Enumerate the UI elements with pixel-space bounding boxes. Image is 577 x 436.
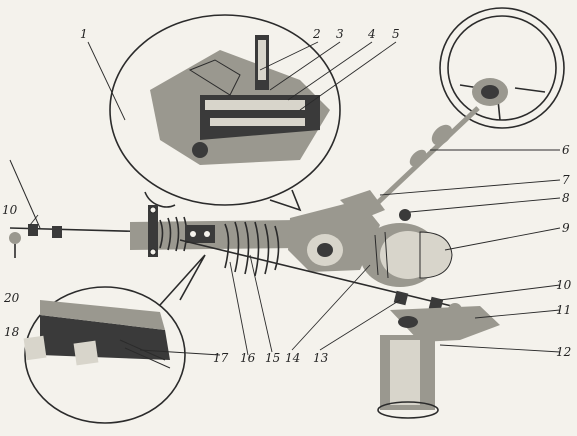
callout-7: 7 bbox=[562, 173, 570, 187]
callout-3: 3 bbox=[336, 27, 344, 41]
callout-14: 14 bbox=[285, 351, 300, 365]
gear-box bbox=[288, 190, 411, 272]
lower-detail-callout bbox=[23, 254, 206, 424]
callout-labels: 1 2 3 4 5 6 7 8 9 10 10 11 12 13 14 15 1… bbox=[2, 27, 572, 365]
steering-column bbox=[368, 106, 480, 212]
steering-wheel bbox=[439, 7, 565, 129]
callout-10-right: 10 bbox=[556, 278, 572, 292]
leader-lines bbox=[29, 41, 561, 356]
callout-1: 1 bbox=[80, 27, 88, 41]
left-boot bbox=[159, 216, 188, 252]
upper-detail-callout bbox=[109, 14, 341, 212]
callout-8: 8 bbox=[562, 191, 570, 205]
callout-18: 18 bbox=[4, 325, 20, 339]
callout-15: 15 bbox=[265, 351, 280, 365]
callout-16: 16 bbox=[240, 351, 256, 365]
right-boot bbox=[224, 221, 280, 277]
callout-5: 5 bbox=[392, 27, 400, 41]
callout-6: 6 bbox=[562, 143, 570, 157]
callout-9: 9 bbox=[562, 221, 570, 235]
callout-10-left: 10 bbox=[2, 203, 18, 217]
callout-11: 11 bbox=[556, 303, 571, 317]
callout-12: 12 bbox=[556, 345, 571, 359]
callout-4: 4 bbox=[367, 27, 376, 41]
rack-housing bbox=[130, 205, 300, 277]
damper-unit bbox=[360, 223, 453, 287]
callout-13: 13 bbox=[313, 351, 329, 365]
callout-2: 2 bbox=[312, 27, 321, 41]
callout-20: 20 bbox=[3, 291, 20, 305]
knuckle-strut bbox=[377, 306, 500, 419]
callout-17: 17 bbox=[213, 351, 229, 365]
